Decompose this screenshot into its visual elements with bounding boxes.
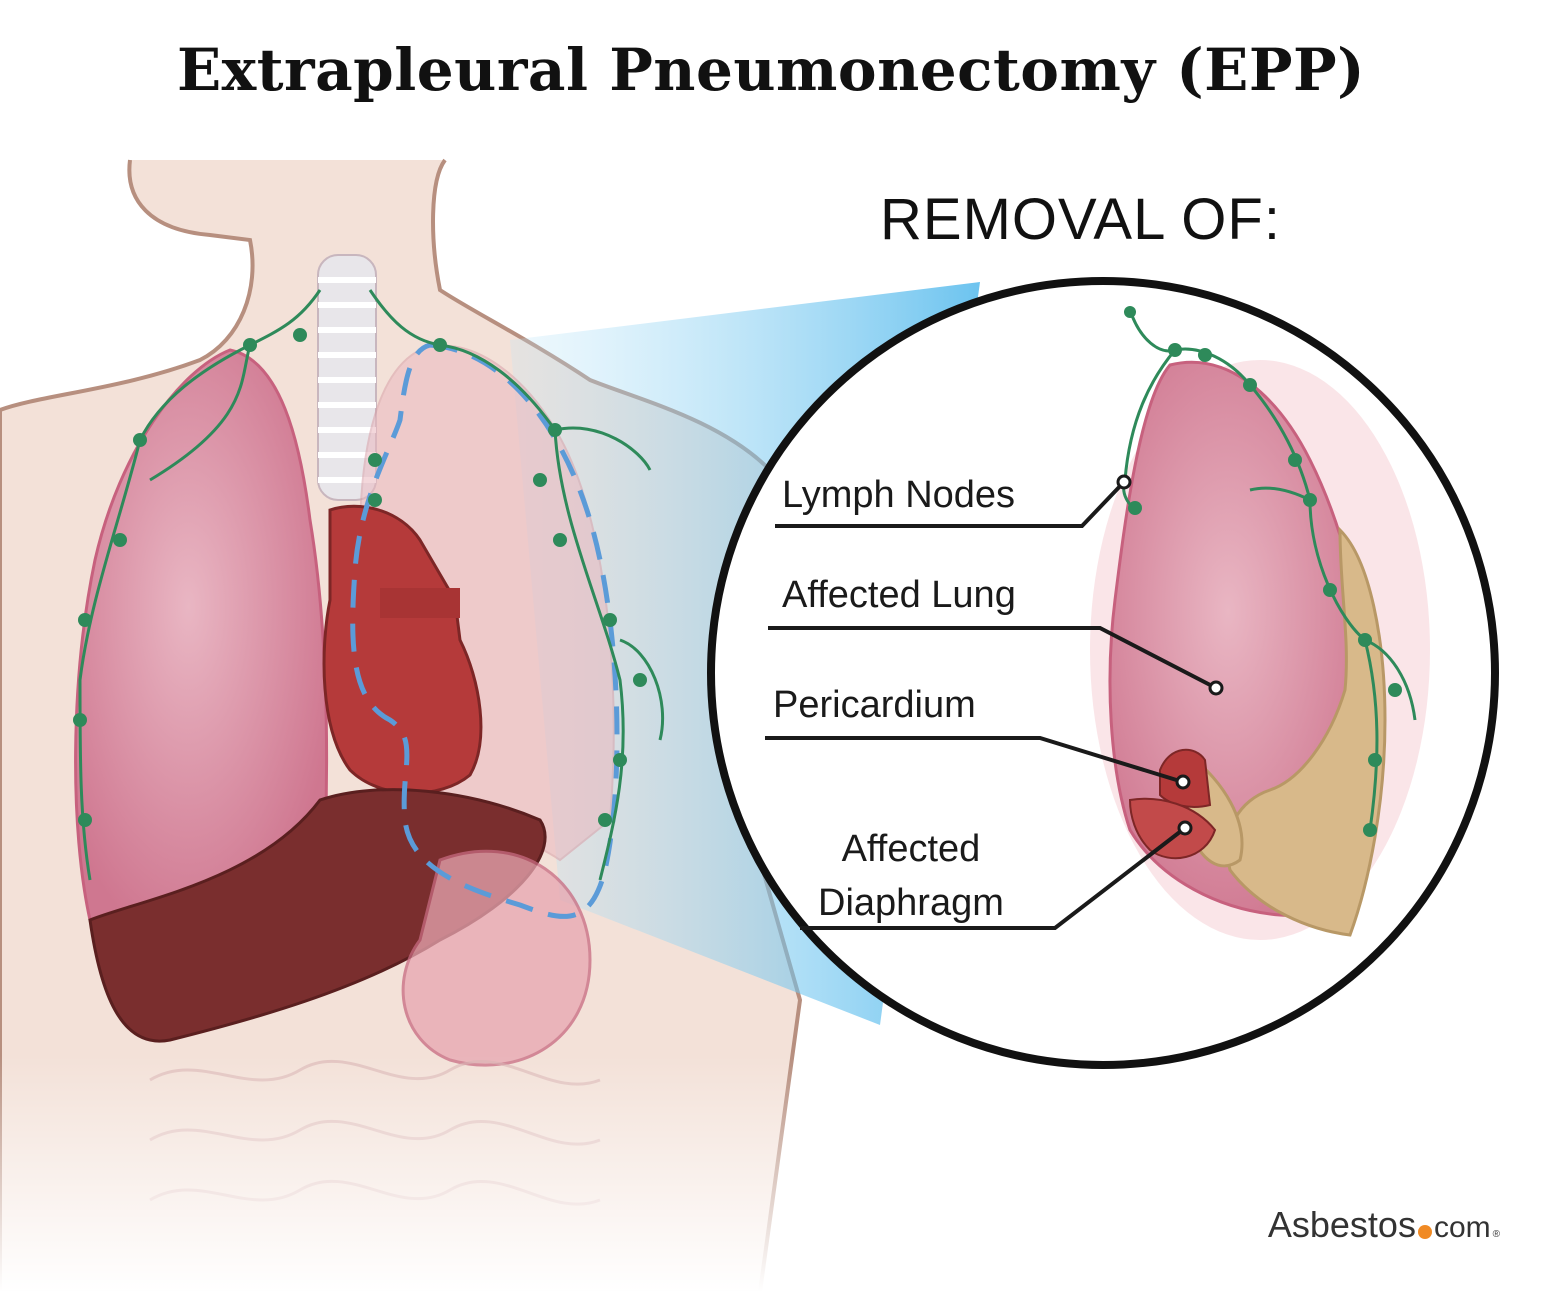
removal-heading: REMOVAL OF: [880,187,1281,252]
callout-label-affected-diaphragm: Affected Diaphragm [818,822,1004,930]
lymph-node-dots-circle [1124,306,1402,837]
logo-name: Asbestos [1267,1204,1416,1245]
tumor-pleura [1225,526,1387,937]
aorta [380,588,460,618]
asbestos-logo: Asbestos com ® [1268,1204,1500,1246]
callout-endpoints [1116,474,1224,836]
bottom-fade [0,700,820,1292]
magnifier-circle [707,277,1499,1069]
page-title: Extrapleural Pneumonectomy (EPP) [176,36,1366,104]
callout-label-pericardium: Pericardium [773,684,976,726]
logo-registered-mark: ® [1492,1229,1500,1240]
callout-label-affected-diaphragm-line1: Affected [841,828,981,870]
diaphragm-piece [1128,797,1217,860]
logo-plus-icon [1417,1225,1432,1239]
callout-leader-lines [765,480,1217,930]
logo-suffix: com [1433,1211,1491,1244]
callout-label-lymph-nodes: Lymph Nodes [782,474,1016,516]
callout-label-affected-lung: Affected Lung [782,574,1016,616]
callout-label-affected-diaphragm-line2: Diaphragm [818,882,1004,924]
